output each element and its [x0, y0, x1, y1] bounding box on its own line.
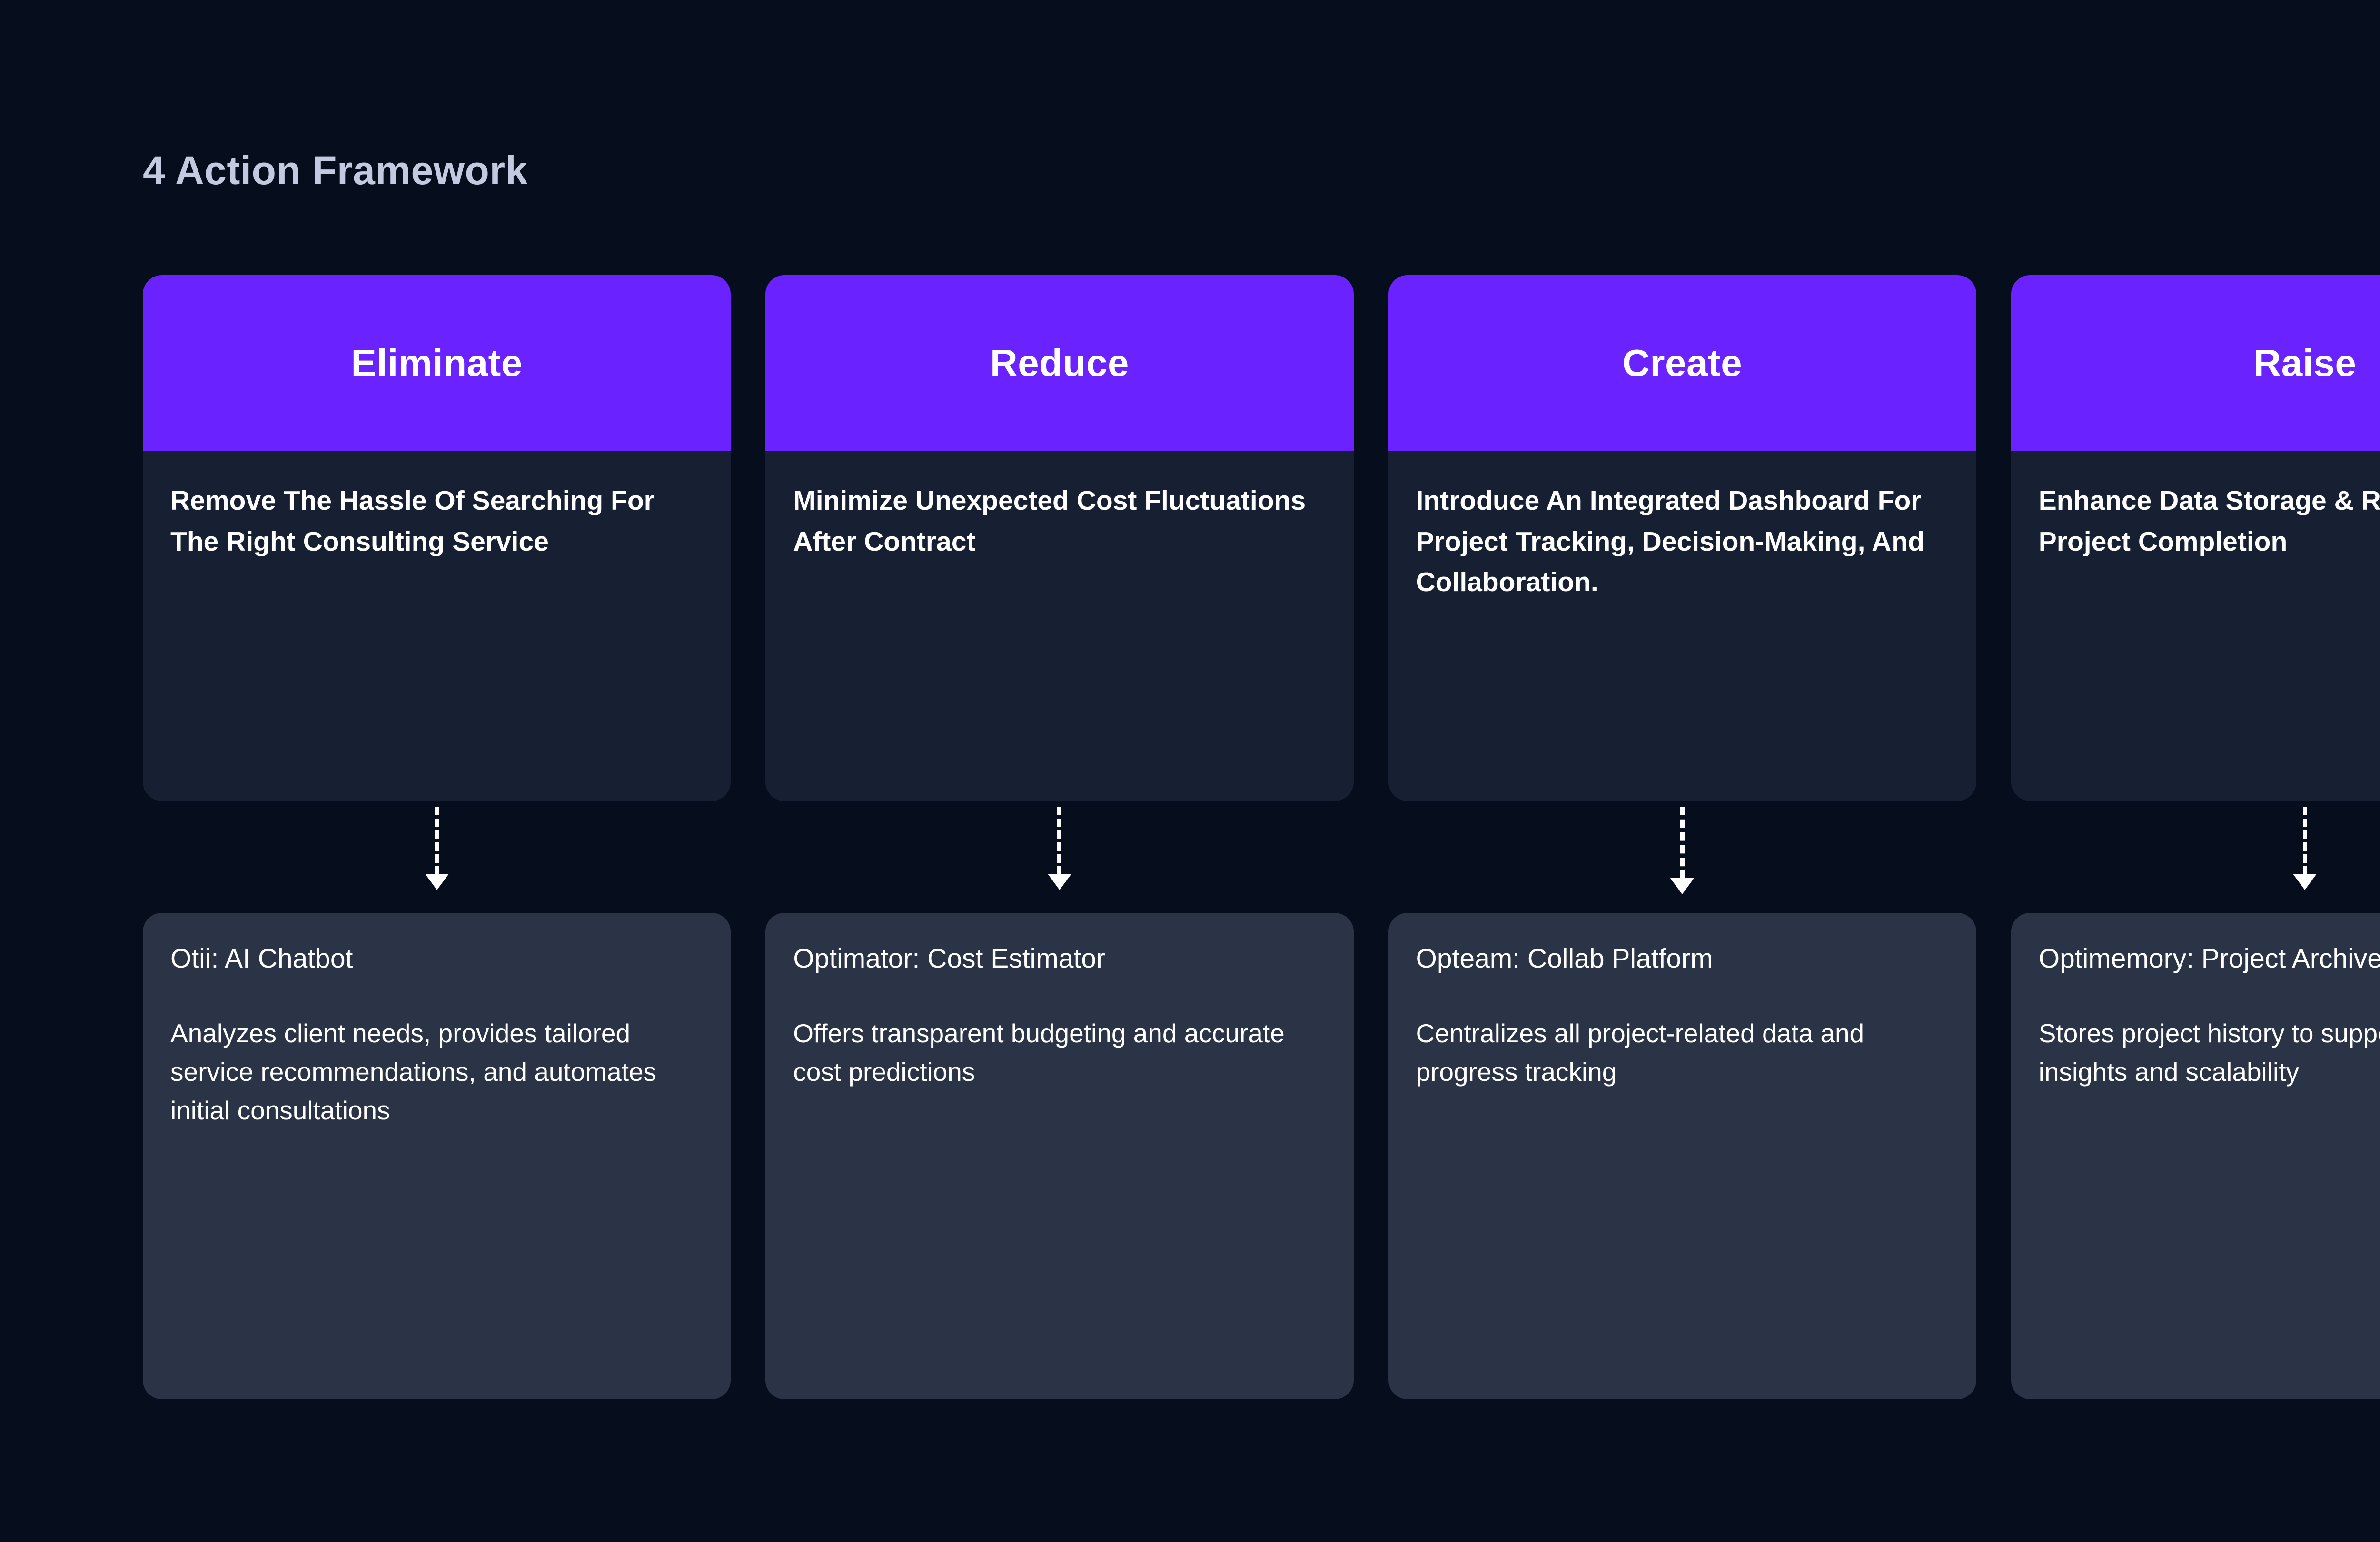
action-card-header: Create [1388, 275, 1976, 451]
arrow-head-icon [1670, 878, 1695, 894]
connector-row [143, 801, 2380, 913]
action-card-title: Create [1622, 342, 1743, 384]
action-card-header: Raise [2011, 275, 2380, 451]
action-card-body: Remove The Hassle Of Searching For The R… [143, 451, 731, 801]
dashed-line [1680, 807, 1685, 879]
action-statement: Enhance Data Storage & Reflection After … [2038, 485, 2380, 557]
dotted-down-arrow-icon [2011, 801, 2380, 913]
dotted-down-arrow-icon [143, 801, 731, 913]
solution-card-row: Otii: AI Chatbot Analyzes client needs, … [143, 913, 2380, 1399]
solution-title: Opteam: Collab Platform [1416, 943, 1713, 974]
action-card-body: Introduce An Integrated Dashboard For Pr… [1388, 451, 1976, 801]
action-card-title: Reduce [990, 342, 1129, 384]
solution-title: Optimator: Cost Estimator [793, 943, 1105, 974]
dashed-line [1057, 807, 1062, 875]
action-statement: Minimize Unexpected Cost Fluctuations Af… [793, 485, 1306, 557]
solution-card[interactable]: Opteam: Collab Platform Centralizes all … [1388, 913, 1976, 1399]
dotted-down-arrow-icon [1388, 801, 1976, 913]
action-card-title: Raise [2253, 342, 2357, 384]
action-card[interactable]: Eliminate Remove The Hassle Of Searching… [143, 275, 731, 801]
action-card[interactable]: Reduce Minimize Unexpected Cost Fluctuat… [765, 275, 1354, 801]
action-card-title: Eliminate [351, 342, 523, 384]
action-card[interactable]: Raise Enhance Data Storage & Reflection … [2011, 275, 2380, 801]
dashed-line [2302, 807, 2307, 875]
action-statement: Remove The Hassle Of Searching For The R… [170, 485, 654, 557]
solution-card[interactable]: Optimemory: Project Archive Stores proje… [2011, 913, 2380, 1399]
page-title: 4 Action Framework [143, 148, 528, 193]
dashed-line [435, 807, 439, 875]
action-card-body: Enhance Data Storage & Reflection After … [2011, 451, 2380, 801]
solution-description: Stores project history to support future… [2038, 1018, 2380, 1087]
solution-card[interactable]: Otii: AI Chatbot Analyzes client needs, … [143, 913, 731, 1399]
action-card-header: Reduce [765, 275, 1354, 451]
action-card-row: Eliminate Remove The Hassle Of Searching… [143, 275, 2380, 801]
action-card[interactable]: Create Introduce An Integrated Dashboard… [1388, 275, 1976, 801]
arrow-head-icon [1047, 874, 1071, 890]
solution-title: Optimemory: Project Archive [2038, 943, 2380, 974]
solution-card[interactable]: Optimator: Cost Estimator Offers transpa… [765, 913, 1354, 1399]
action-card-body: Minimize Unexpected Cost Fluctuations Af… [765, 451, 1353, 801]
action-statement: Introduce An Integrated Dashboard For Pr… [1416, 485, 1924, 597]
solution-description: Analyzes client needs, provides tailored… [170, 1018, 657, 1125]
solution-description: Centralizes all project-related data and… [1416, 1018, 1864, 1087]
solution-title: Otii: AI Chatbot [170, 943, 353, 974]
solution-description: Offers transparent budgeting and accurat… [793, 1018, 1285, 1087]
arrow-head-icon [2293, 874, 2317, 890]
dotted-down-arrow-icon [765, 801, 1353, 913]
action-card-header: Eliminate [143, 275, 731, 451]
arrow-head-icon [425, 874, 449, 890]
